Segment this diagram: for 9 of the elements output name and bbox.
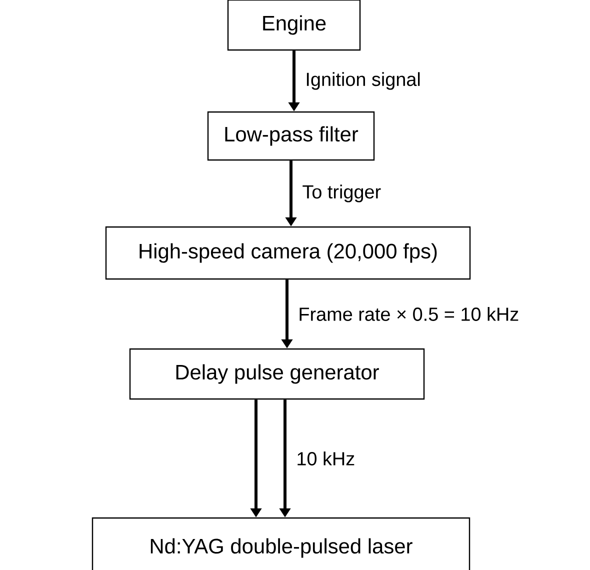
edge-label: 10 kHz: [295, 450, 356, 466]
process-box: Delay pulse generator: [129, 348, 425, 400]
edge-label: Frame rate × 0.5 = 10 kHz: [297, 306, 520, 322]
edge-label: Ignition signal: [304, 71, 422, 91]
process-box: High-speed camera (20,000 fps): [105, 226, 471, 280]
process-box: Low-pass filter: [207, 111, 375, 161]
edge-label: To trigger: [301, 184, 382, 204]
process-box: Engine: [227, 0, 361, 51]
process-box: Nd:YAG double-pulsed laser: [92, 517, 470, 570]
